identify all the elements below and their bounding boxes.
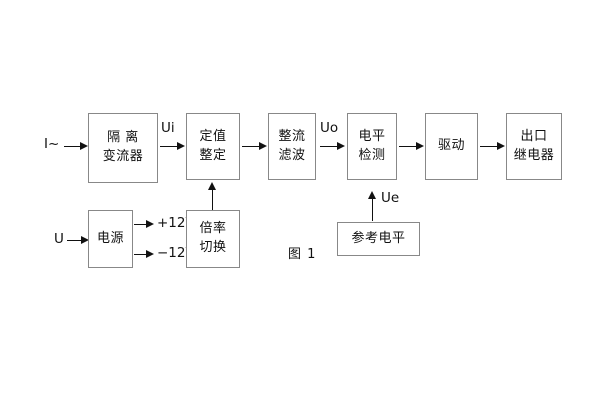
arrow-line-input-to-power xyxy=(67,240,83,241)
block-output-relay-line-2: 继电器 xyxy=(513,147,555,163)
block-reference-level-line-1: 参考电平 xyxy=(351,230,406,246)
supply-label-negative: −12V xyxy=(157,245,195,261)
rail-line-negative xyxy=(134,254,148,255)
rail-arrow-negative xyxy=(146,250,154,258)
block-isolation-transformer[interactable]: 隔 离 变流器 xyxy=(88,113,158,183)
arrow-line-rectify-to-level xyxy=(320,146,338,147)
arrow-line-drive-to-relay xyxy=(480,146,498,147)
arrow-line-isolation-to-setting xyxy=(160,146,178,147)
signal-label-ui: Ui xyxy=(161,120,175,136)
arrow-head-setting-to-rectify xyxy=(259,142,267,150)
block-level-detect-line-1: 电平 xyxy=(358,128,386,144)
block-rectify-filter-line-1: 整流 xyxy=(278,128,306,144)
block-multiplier-switch[interactable]: 倍率 切换 xyxy=(186,210,240,268)
block-setting-value-line-1: 定值 xyxy=(199,128,227,144)
block-drive-line-1: 驱动 xyxy=(437,138,465,154)
block-power-supply-line-1: 电源 xyxy=(96,230,124,246)
arrow-head-rectify-to-level xyxy=(337,142,345,150)
arrow-head-isolation-to-setting xyxy=(177,142,185,150)
arrow-line-level-to-drive xyxy=(399,146,417,147)
block-rectify-filter[interactable]: 整流 滤波 xyxy=(268,113,316,180)
block-setting-value-line-2: 整定 xyxy=(199,147,227,163)
block-multiplier-switch-line-2: 切换 xyxy=(199,240,227,255)
arrow-head-input-to-isolation xyxy=(80,142,88,150)
block-output-relay-line-1: 出口 xyxy=(520,128,548,144)
block-level-detect-line-2: 检测 xyxy=(358,147,386,163)
block-output-relay[interactable]: 出口 继电器 xyxy=(506,113,562,180)
block-setting-value[interactable]: 定值 整定 xyxy=(186,113,240,180)
block-rectify-filter-line-2: 滤波 xyxy=(278,147,306,163)
voltage-input-label: U xyxy=(54,231,64,247)
signal-label-ue: Ue xyxy=(381,190,400,206)
arrow-line-multiplier-to-setting xyxy=(212,189,213,210)
block-multiplier-switch-line-1: 倍率 xyxy=(199,221,227,237)
figure-caption: 图 1 xyxy=(288,247,317,262)
rail-arrow-positive xyxy=(146,220,154,228)
arrow-line-reference-to-level xyxy=(372,198,373,221)
block-level-detect[interactable]: 电平 检测 xyxy=(347,113,397,180)
arrow-line-setting-to-rectify xyxy=(242,146,260,147)
signal-label-uo: Uo xyxy=(320,120,339,136)
arrow-head-level-to-drive xyxy=(416,142,424,150)
block-power-supply[interactable]: 电源 xyxy=(88,210,133,268)
block-isolation-transformer-line-2: 变流器 xyxy=(102,149,144,164)
block-drive[interactable]: 驱动 xyxy=(425,113,478,180)
arrow-head-multiplier-to-setting xyxy=(208,182,216,190)
arrow-line-input-to-isolation xyxy=(64,146,82,147)
rail-line-positive xyxy=(134,224,148,225)
arrow-head-reference-to-level xyxy=(368,191,376,199)
block-reference-level[interactable]: 参考电平 xyxy=(337,222,420,256)
arrow-head-drive-to-relay xyxy=(497,142,505,150)
supply-label-positive: +12V xyxy=(157,215,195,231)
arrow-head-input-to-power xyxy=(81,236,89,244)
current-input-label: I~ xyxy=(44,136,60,152)
block-isolation-transformer-line-1: 隔 离 xyxy=(107,130,139,146)
